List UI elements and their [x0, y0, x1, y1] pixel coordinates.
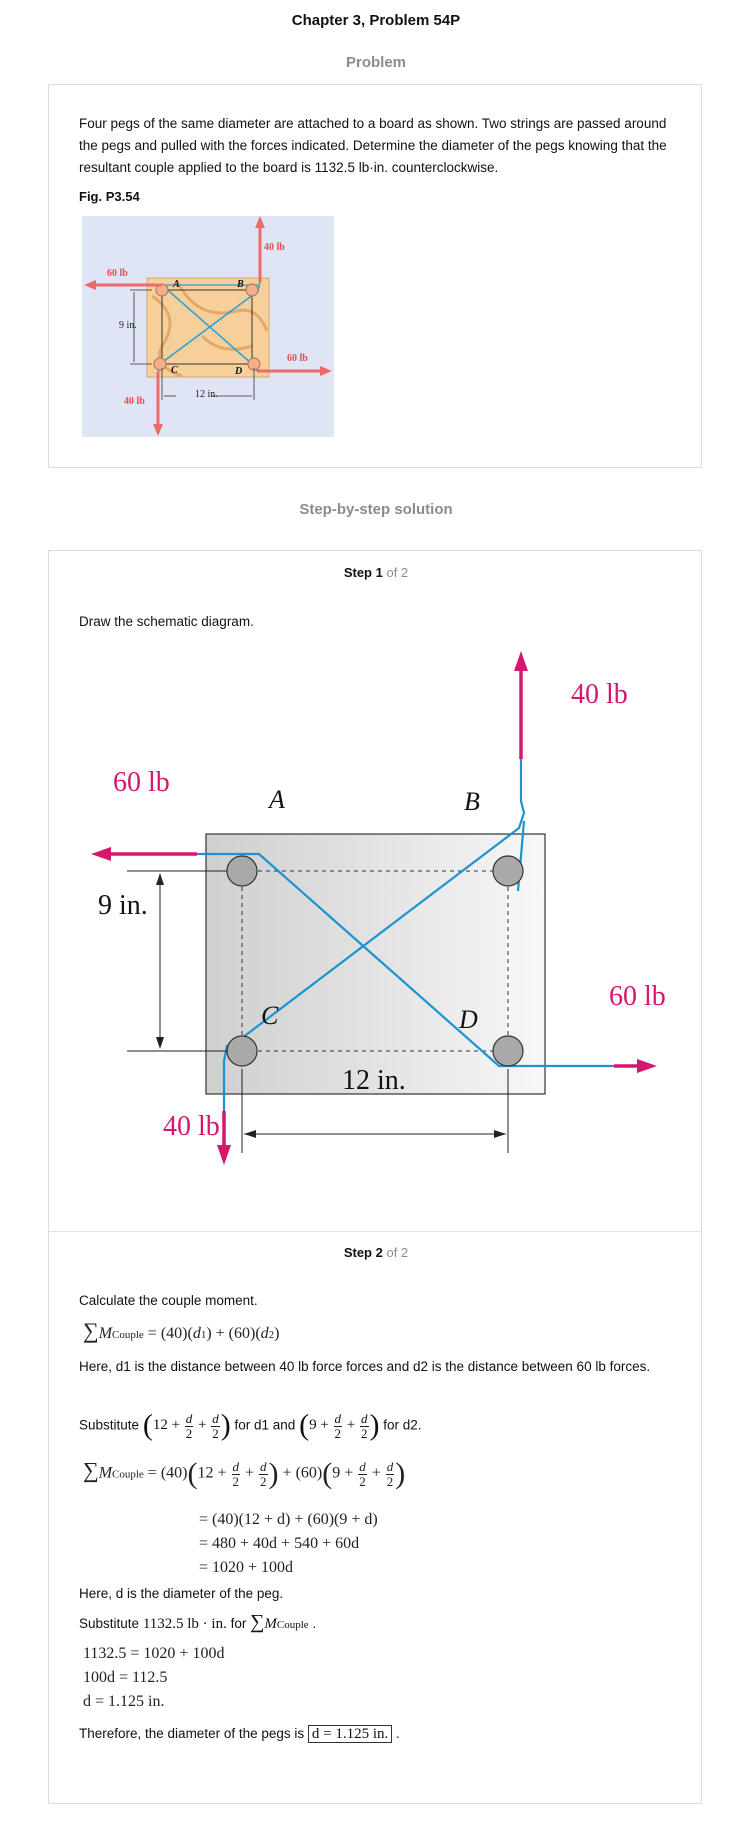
fig-label-9in: 9 in.	[119, 320, 137, 331]
board	[205, 833, 546, 1095]
fig-peg-c-label: C	[171, 365, 178, 376]
step1-word: Step 1	[343, 565, 383, 580]
peg-c-circle	[226, 1035, 258, 1067]
for-d2-text: for d2.	[383, 1417, 422, 1433]
diagram-peg-b-label: B	[464, 787, 480, 816]
problem-card: Four pegs of the same diameter are attac…	[48, 84, 702, 468]
page-title: Chapter 3, Problem 54P	[291, 12, 461, 29]
step-divider	[49, 1231, 701, 1232]
therefore-text: Therefore, the diameter of the pegs is	[79, 1726, 305, 1741]
schematic-diagram	[91, 651, 657, 1165]
fig-peg-d-label: D	[235, 366, 243, 377]
sum-moment-symbol: ∑MCouple	[250, 1611, 309, 1633]
problem-text: Four pegs of the same diameter are attac…	[79, 116, 667, 175]
diagram-label-12in: 12 in.	[342, 1065, 406, 1096]
fig-label-60-right: 60 lb	[287, 353, 308, 364]
equation-sum-moment: ∑MCouple = (40)(d1) + (60)(d2)	[83, 1318, 280, 1343]
peg-a-circle	[226, 855, 258, 887]
step1-of: of 2	[386, 565, 409, 580]
step2-word: Step 2	[343, 1245, 383, 1260]
step2-here1: Here, d1 is the distance between 40 lb f…	[79, 1359, 651, 1374]
for-word: for	[230, 1616, 247, 1631]
solve-line-1: 1132.5 = 1020 + 100d	[83, 1645, 225, 1662]
substitute-word-2: Substitute	[79, 1616, 140, 1631]
diagram-label-60-right: 60 lb	[609, 981, 666, 1012]
step2-here2: Here, d is the diameter of the peg.	[79, 1586, 284, 1601]
diagram-peg-a-label: A	[269, 785, 285, 814]
figure-label: Fig. P3.54	[79, 189, 140, 204]
string-60-lb	[197, 852, 614, 1068]
calc-line-4: = 1020 + 100d	[199, 1559, 294, 1576]
diagram-label-40-bottom: 40 lb	[163, 1111, 220, 1142]
conclusion-line: Therefore, the diameter of the pegs is d…	[79, 1725, 400, 1743]
step2-line1: Calculate the couple moment.	[79, 1293, 258, 1308]
substitute-value: 1132.5 lb · in.	[142, 1616, 227, 1632]
diagram-label-40-top: 40 lb	[571, 679, 628, 710]
calc-line-3: = 480 + 40d + 540 + 60d	[199, 1535, 360, 1552]
fig-label-12in: 12 in.	[195, 389, 218, 400]
diagram-label-60-left: 60 lb	[113, 767, 170, 798]
step1-text: Draw the schematic diagram.	[79, 614, 254, 629]
final-answer-box: d = 1.125 in.	[307, 1725, 393, 1743]
step2-of: of 2	[386, 1245, 409, 1260]
string-40-lb	[222, 759, 526, 1121]
step1-label: Step 1 of 2	[49, 565, 703, 580]
diagram-label-9in: 9 in.	[98, 890, 148, 921]
peg-d-circle	[492, 1035, 524, 1067]
substitute-value-line: Substitute 1132.5 lb · in. for ∑MCouple …	[79, 1611, 317, 1633]
fig-label-40-bottom: 40 lb	[124, 396, 145, 407]
diagram-peg-c-label: C	[261, 1001, 279, 1030]
fig-label-60-left: 60 lb	[107, 268, 128, 279]
problem-heading: Problem	[345, 54, 406, 71]
peg-c	[153, 357, 167, 371]
for-d1-text: for d1 and	[234, 1417, 296, 1433]
solution-card: Step 1 of 2 Draw the schematic diagram.	[48, 550, 702, 1804]
peg-b-circle	[492, 855, 524, 887]
substitute-word: Substitute	[79, 1417, 140, 1433]
calc-line-2: = (40)(12 + d) + (60)(9 + d)	[199, 1511, 378, 1528]
solve-line-3: d = 1.125 in.	[83, 1693, 165, 1710]
diagram-peg-d-label: D	[459, 1005, 478, 1034]
fig-peg-b-label: B	[237, 279, 244, 290]
peg-b	[245, 283, 259, 297]
problem-figure	[82, 216, 334, 437]
fig-peg-a-label: A	[173, 279, 180, 290]
solution-heading: Step-by-step solution	[299, 501, 453, 518]
solve-line-2: 100d = 112.5	[83, 1669, 168, 1686]
fig-label-40-top: 40 lb	[264, 242, 285, 253]
step2-label: Step 2 of 2	[49, 1245, 703, 1260]
